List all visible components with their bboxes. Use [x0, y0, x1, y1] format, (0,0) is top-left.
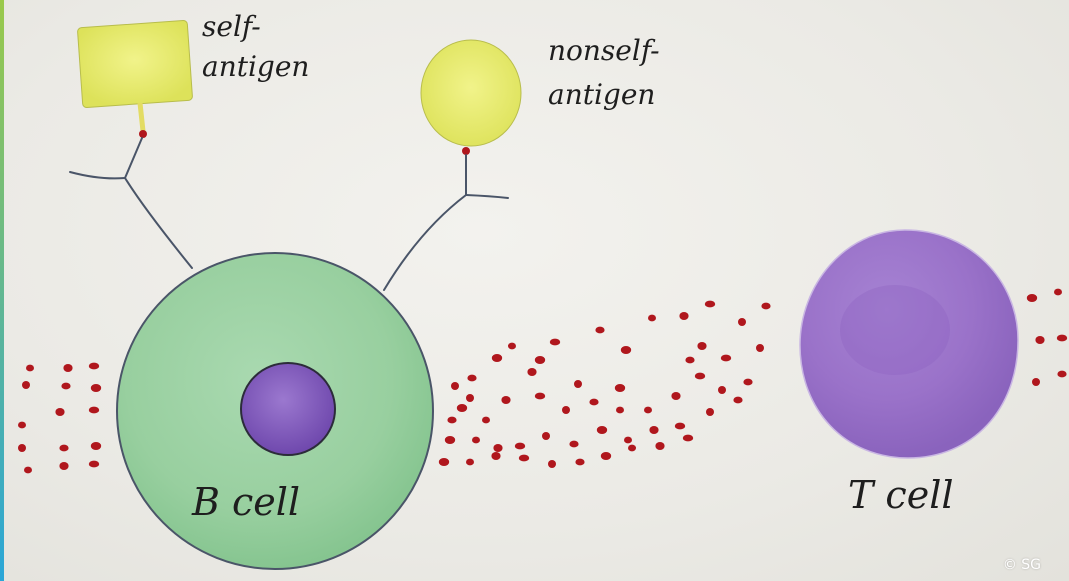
red-dot: [616, 407, 624, 414]
red-dot: [18, 444, 26, 452]
red-dot: [63, 364, 72, 372]
credit-text: © SG: [1003, 557, 1041, 573]
red-dot: [1054, 289, 1062, 296]
red-dot: [91, 442, 101, 450]
red-dot: [492, 354, 502, 362]
red-dot: [1035, 336, 1044, 344]
red-dot: [675, 423, 685, 430]
red-dot: [695, 373, 705, 380]
self-antigen-stalk: [140, 103, 143, 131]
right-y-receptor-icon: [384, 155, 508, 290]
red-dot: [1057, 371, 1066, 378]
red-dot: [718, 386, 726, 394]
red-dot: [721, 355, 731, 362]
red-dot: [451, 382, 459, 390]
red-dot: [697, 342, 706, 350]
red-dot: [447, 417, 456, 424]
red-dot: [595, 327, 604, 334]
red-dot: [621, 346, 631, 354]
red-dot: [89, 407, 99, 414]
nonself-antigen-circle-icon: [421, 40, 521, 146]
red-dot: [91, 384, 101, 392]
red-dot: [467, 375, 476, 382]
red-dot: [59, 445, 68, 452]
red-dot: [89, 363, 99, 370]
red-dot: [569, 441, 578, 448]
red-dot: [535, 393, 545, 400]
red-dot: [738, 318, 746, 326]
red-dot: [574, 380, 582, 388]
left-y-receptor-icon: [70, 138, 192, 268]
red-dot: [706, 408, 714, 416]
red-dot: [457, 404, 467, 412]
red-dot: [575, 459, 584, 466]
red-dot: [1027, 294, 1037, 302]
red-dot: [705, 301, 715, 308]
nonself-antigen-label-line2: antigen: [548, 78, 655, 111]
red-dot: [501, 396, 510, 404]
red-dot: [550, 339, 560, 346]
red-dot: [24, 467, 32, 474]
red-dot: [644, 407, 652, 414]
red-dot: [1057, 335, 1067, 342]
red-dot: [548, 460, 556, 468]
red-dot: [55, 408, 64, 416]
red-dot: [22, 381, 30, 389]
red-dot: [756, 344, 764, 352]
red-dot: [527, 368, 536, 376]
red-dot: [733, 397, 742, 404]
red-dot: [482, 417, 490, 424]
t-cell-label: T cell: [848, 473, 954, 517]
red-dot: [535, 356, 545, 364]
red-dot: [508, 343, 516, 350]
nonself-antigen-label-line1: nonself-: [548, 34, 660, 67]
red-dot: [628, 445, 636, 452]
red-dot: [59, 462, 68, 470]
red-dot: [445, 436, 455, 444]
red-dot: [493, 444, 502, 452]
red-dot: [615, 384, 625, 392]
red-dot: [648, 315, 656, 322]
self-antigen-binding-dot: [139, 130, 147, 138]
red-dot: [26, 365, 34, 372]
red-dot: [466, 459, 474, 466]
red-dot: [472, 437, 480, 444]
self-antigen-label-line1: self-: [202, 10, 261, 43]
t-cell-shade: [840, 285, 950, 375]
red-dot: [679, 312, 688, 320]
red-dot: [597, 426, 607, 434]
red-dot: [491, 452, 500, 460]
red-dot: [439, 458, 449, 466]
red-dot: [683, 435, 693, 442]
red-dot: [519, 455, 529, 462]
red-dot: [655, 442, 664, 450]
red-dot: [89, 461, 99, 468]
red-dot: [601, 452, 611, 460]
b-cell-nucleus: [241, 363, 335, 455]
self-antigen-square-icon: [77, 20, 192, 107]
red-dot: [466, 394, 474, 402]
red-dot: [61, 383, 70, 390]
red-dot: [515, 443, 525, 450]
nonself-antigen-binding-dot: [462, 147, 470, 155]
red-dot: [649, 426, 658, 434]
red-dot: [761, 303, 770, 310]
red-dot: [18, 422, 26, 429]
red-dot: [562, 406, 570, 414]
b-cell-label: B cell: [191, 480, 300, 524]
red-dot: [1032, 378, 1040, 386]
red-dot: [624, 437, 632, 444]
red-dot: [589, 399, 598, 406]
red-dot: [685, 357, 694, 364]
red-dot: [542, 432, 550, 440]
red-dot: [671, 392, 680, 400]
red-dot: [743, 379, 752, 386]
self-antigen-label-line2: antigen: [202, 50, 309, 83]
